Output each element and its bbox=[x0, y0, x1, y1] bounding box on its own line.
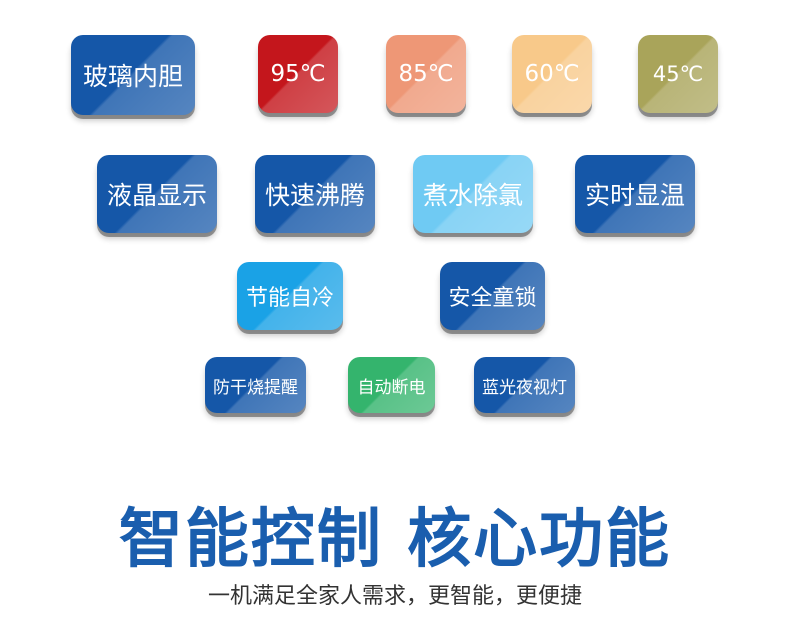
temp-95-badge: 95℃ bbox=[258, 35, 338, 113]
dry-boil-badge: 防干烧提醒 bbox=[205, 357, 306, 413]
temp-85-badge: 85℃ bbox=[386, 35, 466, 113]
self-cool-label: 节能自冷 bbox=[245, 286, 334, 311]
auto-off-badge: 自动断电 bbox=[348, 357, 435, 413]
lcd-label: 液晶显示 bbox=[106, 181, 207, 210]
dechlorine-label: 煮水除氯 bbox=[422, 181, 523, 210]
glass-liner-badge: 玻璃内胆 bbox=[71, 35, 195, 115]
temp-60-badge: 60℃ bbox=[512, 35, 592, 113]
lcd-badge: 液晶显示 bbox=[97, 155, 217, 233]
temp-95-label: 95℃ bbox=[270, 61, 326, 87]
dry-boil-label: 防干烧提醒 bbox=[213, 377, 298, 398]
subtitle: 一机满足全家人需求，更智能，更便捷 bbox=[207, 584, 582, 609]
temp-85-label: 85℃ bbox=[398, 61, 454, 87]
glass-liner-label: 玻璃内胆 bbox=[82, 62, 183, 91]
dechlorine-badge: 煮水除氯 bbox=[413, 155, 533, 233]
temp-45-badge: 45℃ bbox=[638, 35, 718, 113]
auto-off-label: 自动断电 bbox=[357, 377, 426, 398]
night-light-badge: 蓝光夜视灯 bbox=[474, 357, 575, 413]
night-light-label: 蓝光夜视灯 bbox=[482, 377, 567, 398]
temp-display-badge: 实时显温 bbox=[575, 155, 695, 233]
temp-display-label: 实时显温 bbox=[584, 181, 685, 210]
temp-60-label: 60℃ bbox=[524, 61, 580, 87]
fast-boil-badge: 快速沸腾 bbox=[255, 155, 375, 233]
child-lock-badge: 安全童锁 bbox=[440, 262, 545, 330]
headline: 智能控制 核心功能 bbox=[118, 503, 672, 577]
self-cool-badge: 节能自冷 bbox=[237, 262, 343, 330]
child-lock-label: 安全童锁 bbox=[448, 286, 537, 311]
temp-45-label: 45℃ bbox=[652, 62, 704, 86]
fast-boil-label: 快速沸腾 bbox=[264, 181, 365, 210]
